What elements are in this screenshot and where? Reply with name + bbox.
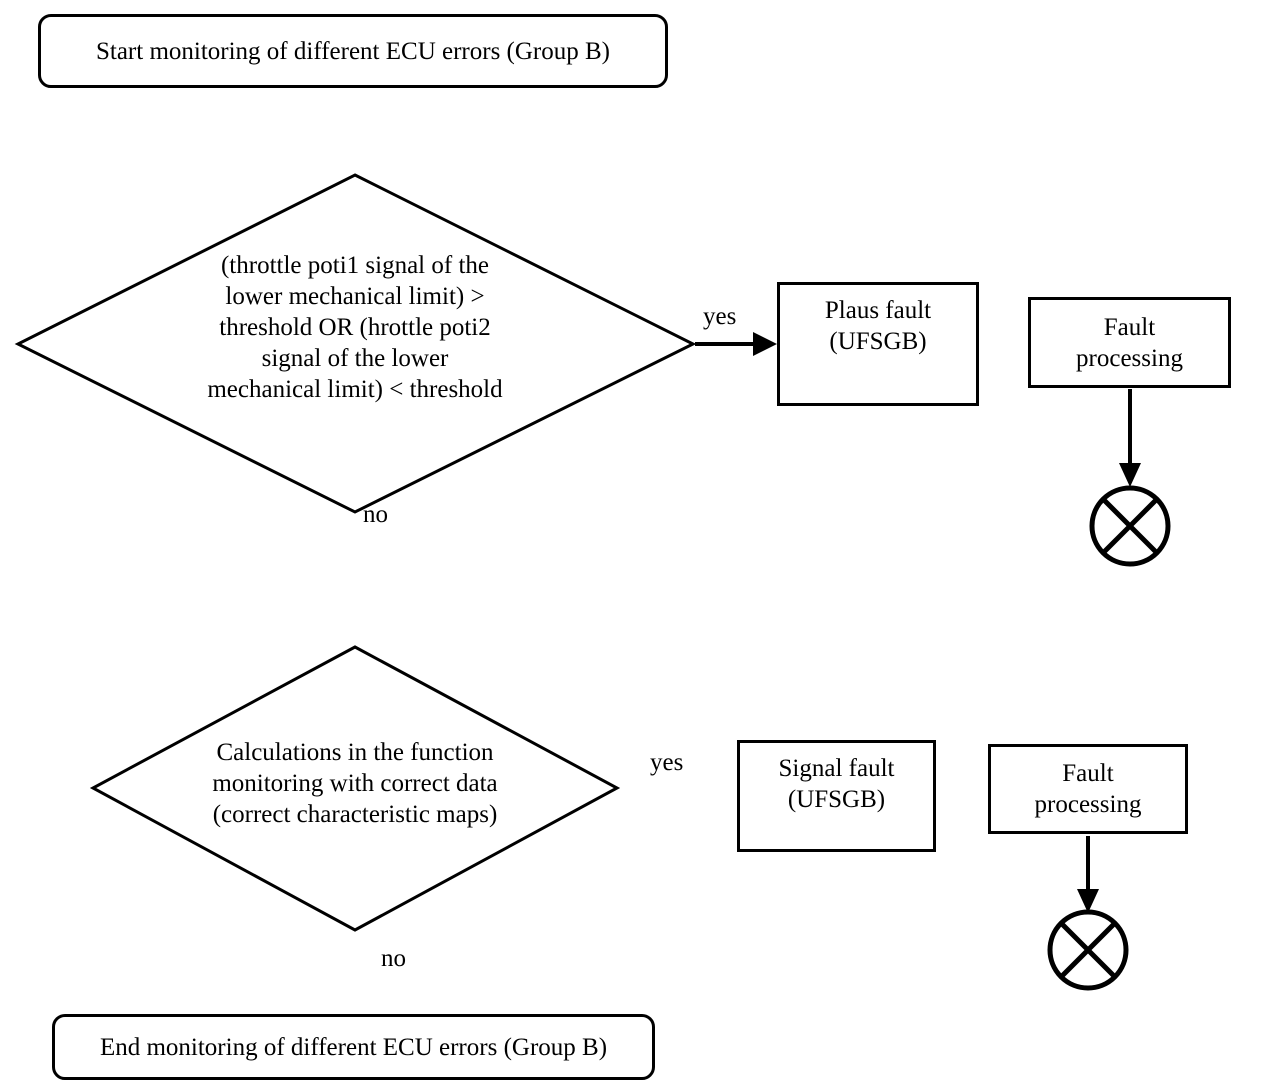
signal-fault-node: Signal fault (UFSGB) <box>737 740 936 852</box>
plaus-fault-node: Plaus fault (UFSGB) <box>777 282 979 406</box>
decision-1-yes-label: yes <box>703 303 737 330</box>
crossed-circle-terminator-icon-1 <box>1089 485 1171 567</box>
start-node: Start monitoring of different ECU errors… <box>38 14 668 88</box>
fault-processing-2-arrow <box>1077 836 1099 913</box>
fault-processing-1-arrow <box>1119 389 1141 487</box>
decision-1-diamond <box>14 173 697 514</box>
decision-1-text: (throttle poti1 signal of the lower mech… <box>207 252 503 403</box>
yes-arrow-1 <box>695 332 777 356</box>
decision-2-yes-label: yes <box>650 749 684 776</box>
fault-processing-node-2: Fault processing <box>988 744 1188 834</box>
decision-2-text: Calculations in the function monitoring … <box>212 739 498 828</box>
decision-2-diamond <box>89 645 621 932</box>
crossed-circle-terminator-icon-2 <box>1047 909 1129 991</box>
end-node: End monitoring of different ECU errors (… <box>52 1014 655 1080</box>
decision-2-no-label: no <box>381 945 406 972</box>
fault-processing-node-1: Fault processing <box>1028 297 1231 388</box>
decision-1-no-label: no <box>363 501 388 528</box>
